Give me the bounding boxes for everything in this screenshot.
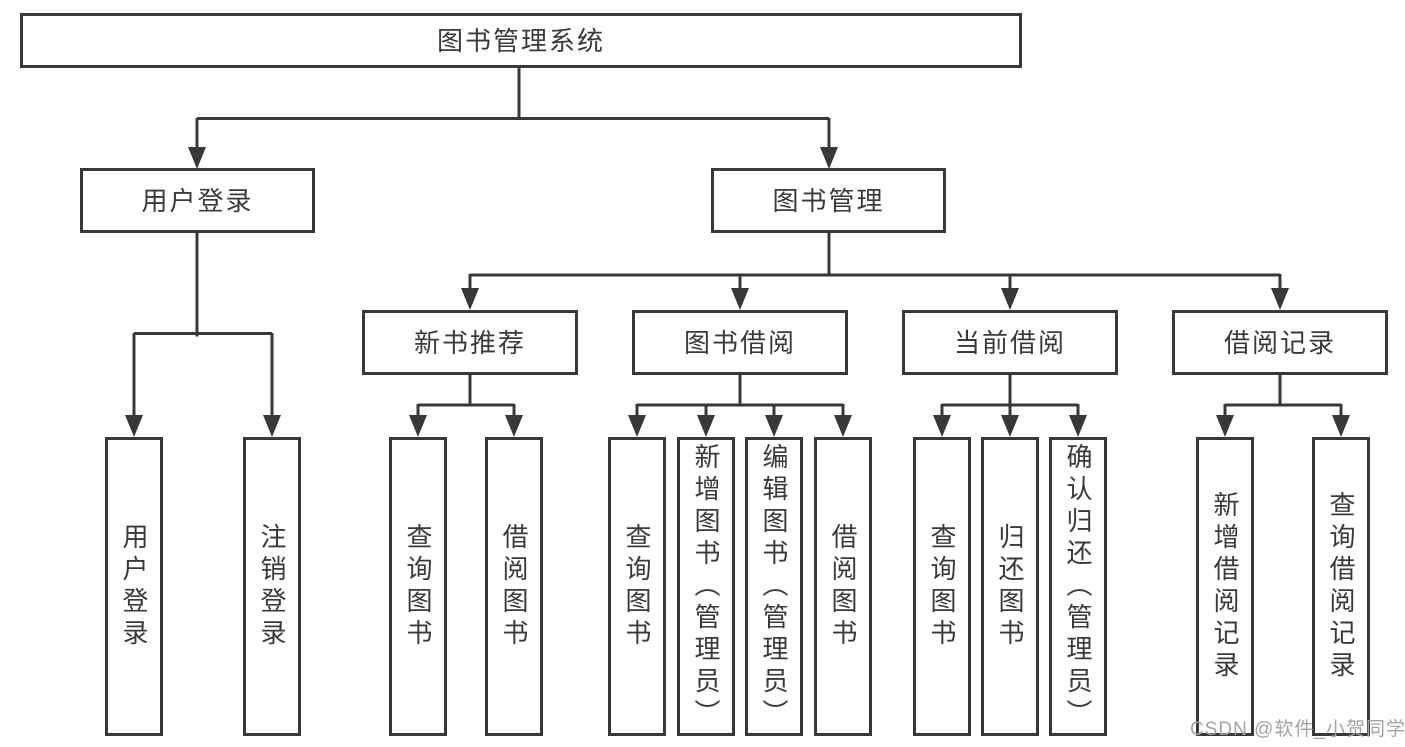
node-library-management-system: 图书管理系统 — [20, 13, 1022, 68]
node-new-book-recommendation: 新书推荐 — [362, 310, 578, 375]
leaf-borrowing-borrow-books: 借阅图书 — [814, 437, 872, 736]
leaf-logout: 注销登录 — [243, 437, 301, 736]
leaf-borrowing-add-books-admin: 新增图书（管理员） — [677, 437, 735, 736]
leaf-borrowing-query-books: 查询图书 — [608, 437, 666, 736]
leaf-borrowing-edit-books-admin: 编辑图书（管理员） — [745, 437, 803, 736]
leaf-current-confirm-return-admin: 确认归还（管理员） — [1049, 437, 1107, 736]
leaf-records-add-borrow-record: 新增借阅记录 — [1196, 437, 1254, 736]
leaf-recommend-borrow-books: 借阅图书 — [485, 437, 543, 736]
node-borrowing-records: 借阅记录 — [1172, 310, 1388, 375]
node-book-borrowing: 图书借阅 — [632, 310, 848, 375]
leaf-current-return-books: 归还图书 — [981, 437, 1039, 736]
leaf-user-login: 用户登录 — [105, 437, 163, 736]
leaf-current-query-books: 查询图书 — [913, 437, 971, 736]
arrowheads — [125, 147, 1350, 437]
node-book-management: 图书管理 — [711, 168, 946, 233]
leaf-recommend-query-books: 查询图书 — [389, 437, 447, 736]
watermark-text: CSDN @软件_小贺同学 — [1190, 719, 1405, 740]
node-user-login: 用户登录 — [80, 168, 315, 233]
node-current-borrowing: 当前借阅 — [902, 310, 1118, 375]
leaf-records-query-borrow-record: 查询借阅记录 — [1312, 437, 1370, 736]
